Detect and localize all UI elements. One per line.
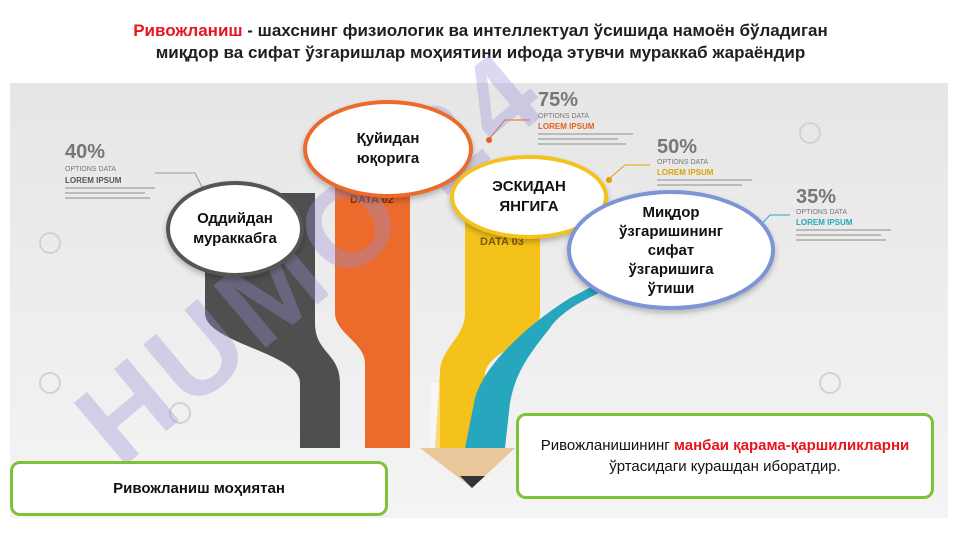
bubble-text: ўзгаришининг bbox=[618, 222, 724, 240]
bubble-bottom-to-top: Қуйидан юқорига bbox=[303, 100, 473, 198]
stat-lorem: LOREM IPSUM bbox=[65, 176, 122, 185]
stat-lorem: LOREM IPSUM bbox=[657, 168, 714, 177]
stat-caption: OPTIONS DATA bbox=[65, 166, 116, 173]
bubble-text: Миқдор bbox=[642, 203, 700, 221]
box-text-before: Ривожланишининг bbox=[540, 437, 674, 454]
essence-box-text: Ривожланиш моҳиятан bbox=[113, 480, 285, 497]
bubble-text: Оддийдан bbox=[197, 210, 273, 227]
pencil-lead bbox=[460, 476, 485, 488]
stat-percent: 40% bbox=[65, 141, 105, 163]
stat-caption: OPTIONS DATA bbox=[796, 209, 847, 216]
stat-block-35: 35% OPTIONS DATA LOREM IPSUM bbox=[754, 186, 891, 241]
stat-block-50: 50% OPTIONS DATA LOREM IPSUM bbox=[606, 136, 752, 186]
bubble-simple-to-complex: Оддийдан мураккабга bbox=[166, 181, 304, 277]
stat-percent: 35% bbox=[796, 186, 836, 208]
stripe-orange bbox=[335, 138, 410, 448]
bubble-text: ЭСКИДАН bbox=[492, 178, 566, 195]
stat-lorem: LOREM IPSUM bbox=[796, 218, 853, 227]
source-of-development-box: Ривожланишининг манбаи қарама-қаршиликла… bbox=[516, 413, 934, 499]
bubble-text: ЯНГИГА bbox=[499, 198, 559, 215]
bubble-text: сифат bbox=[647, 241, 695, 259]
bubble-text: ўзгаришига bbox=[628, 260, 714, 278]
bubble-text: мураккабга bbox=[193, 230, 277, 247]
pencil-wood bbox=[420, 448, 515, 488]
slide-title: Ривожланиш - шахснинг физиологик ва инте… bbox=[20, 20, 941, 64]
stat-caption: OPTIONS DATA bbox=[657, 159, 708, 166]
bubble-text: Қуйидан bbox=[356, 130, 420, 147]
title-line1: - шахснинг физиологик ва интеллектуал ўс… bbox=[242, 21, 828, 40]
stat-block-75: 75% OPTIONS DATA LOREM IPSUM bbox=[486, 89, 633, 145]
bubble-text: юқорига bbox=[356, 150, 420, 167]
stripe-yellow bbox=[435, 173, 540, 448]
box-text-highlight: манбаи қарама-қаршиликларни bbox=[673, 437, 910, 454]
stat-percent: 75% bbox=[538, 89, 578, 111]
box-text-after: ўртасидаги курашдан иборатдир. bbox=[609, 458, 841, 475]
title-highlight: Ривожланиш bbox=[133, 21, 243, 40]
stat-caption: OPTIONS DATA bbox=[538, 113, 589, 120]
bubble-text: ўтиши bbox=[647, 279, 695, 297]
watermark-text: HUMO 24 bbox=[52, 25, 571, 490]
stat-lorem: LOREM IPSUM bbox=[538, 122, 595, 131]
title-line2: миқдор ва сифат ўзгаришлар моҳиятини ифо… bbox=[155, 43, 806, 62]
essence-box: Ривожланиш моҳиятан bbox=[10, 461, 388, 516]
stat-percent: 50% bbox=[657, 136, 697, 158]
data-label: DATA 03 bbox=[480, 236, 524, 248]
